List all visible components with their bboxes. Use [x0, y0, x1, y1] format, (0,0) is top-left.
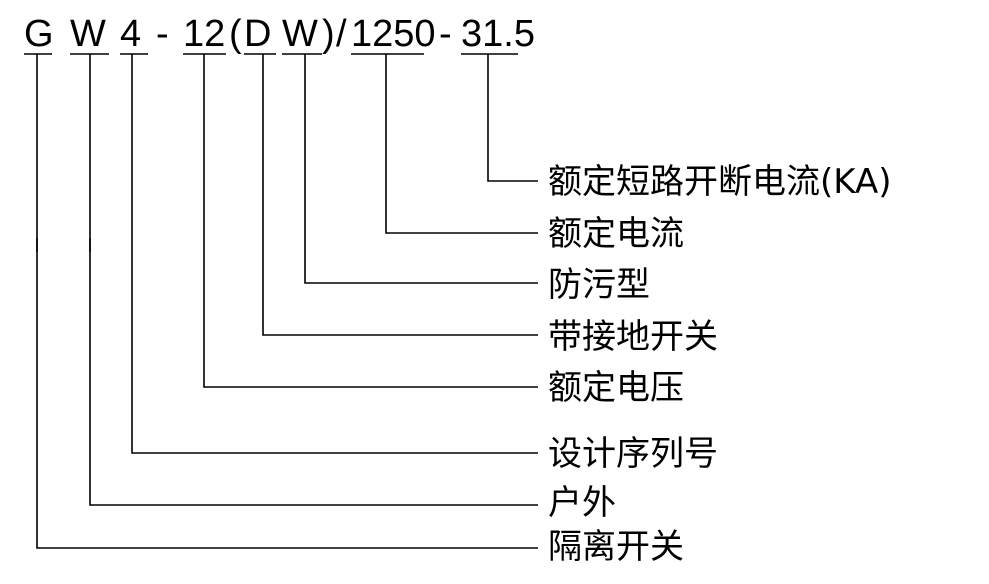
leader-isolating-switch	[36, 54, 538, 549]
label-anti-pollution-type: 防污型	[548, 265, 650, 305]
label-rated-voltage: 额定电压	[548, 368, 684, 408]
code-segment-series: 4	[120, 13, 141, 55]
leader-outdoor	[89, 54, 538, 506]
code-segment-close-paren: )	[322, 13, 335, 55]
code-segment-slash: /	[336, 13, 347, 55]
code-segment-w2: W	[282, 13, 318, 55]
leader-grounding-switch	[262, 54, 538, 336]
leader-anti-pollution	[304, 54, 538, 284]
code-segment-dash-1: -	[156, 13, 169, 55]
leader-lines	[36, 54, 538, 549]
code-segment-d: D	[244, 13, 271, 55]
leader-rated-voltage	[203, 54, 538, 388]
label-outdoor: 户外	[548, 483, 616, 523]
code-segment-w: W	[70, 13, 106, 55]
code-segment-breaking: 31.5	[461, 13, 535, 55]
label-with-grounding-switch: 带接地开关	[548, 317, 718, 357]
label-design-series-number: 设计序列号	[548, 434, 718, 474]
label-rated-current: 额定电流	[548, 214, 684, 254]
leader-series-number	[131, 54, 538, 454]
vertical-ticks	[36, 238, 91, 252]
label-isolating-switch: 隔离开关	[548, 527, 684, 567]
leader-breaking-current	[487, 54, 538, 182]
leader-rated-current	[385, 54, 538, 234]
code-segment-dash-2: -	[439, 13, 452, 55]
code-segment-voltage: 12	[183, 13, 225, 55]
label-rated-short-circuit-breaking-current: 额定短路开断电流(KA)	[548, 162, 892, 202]
labels: 额定短路开断电流(KA) 额定电流 防污型 带接地开关 额定电压 设计序列号 户…	[548, 162, 892, 567]
code-segment-g: G	[24, 13, 54, 55]
code-segment-open-paren: (	[229, 13, 242, 55]
model-code: G W 4 - 12 ( D W ) / 1250 - 31.5	[24, 13, 535, 55]
code-segment-current: 1250	[351, 13, 436, 55]
